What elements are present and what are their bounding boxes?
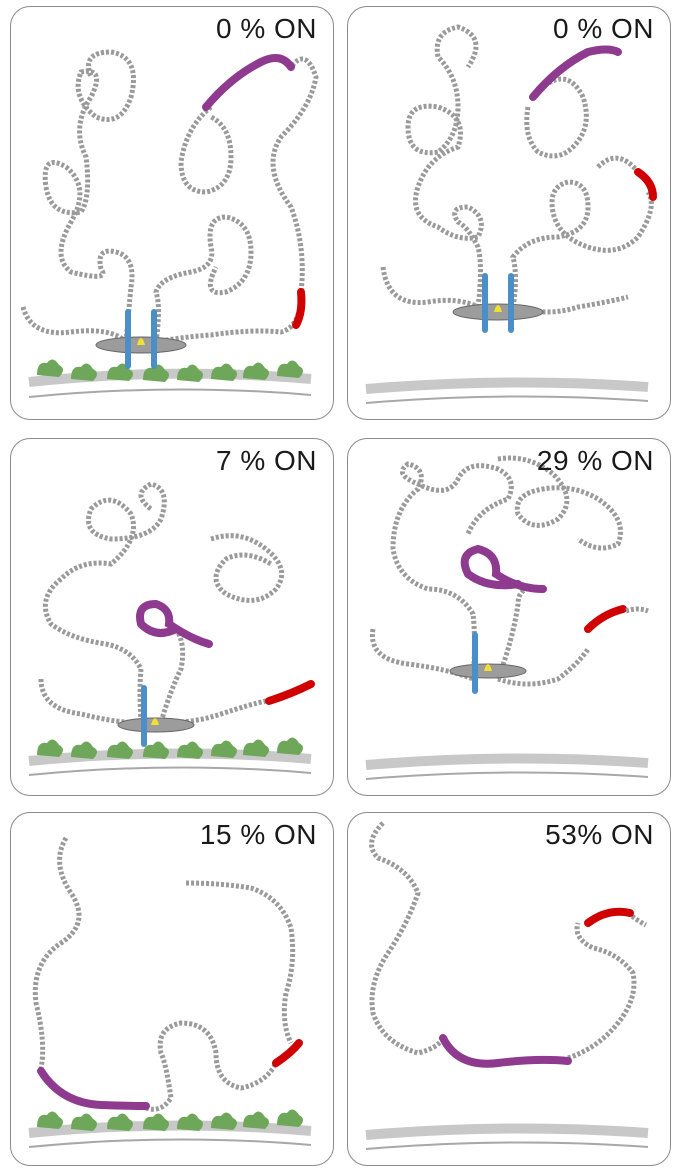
- red-segment: [265, 680, 315, 705]
- purple-segment: [439, 1034, 572, 1068]
- surface-band: [28, 368, 312, 387]
- surface-band: [28, 1120, 312, 1138]
- bead: [177, 1113, 203, 1131]
- bead-row: [37, 737, 303, 759]
- percent-on-label: 7 % ON: [215, 445, 317, 476]
- bead: [211, 740, 237, 758]
- panel-2-illustration: [365, 24, 657, 404]
- panel-1: 0 % ON: [10, 6, 334, 420]
- bead: [243, 362, 269, 380]
- surface-line: [28, 1138, 312, 1148]
- bead: [37, 739, 63, 757]
- bead: [143, 1113, 169, 1131]
- bead: [243, 739, 269, 757]
- protein-blue-right: [151, 309, 157, 369]
- bead: [277, 360, 303, 378]
- dna-strand: [380, 24, 654, 315]
- protein-blue: [472, 632, 478, 694]
- bead: [143, 364, 169, 382]
- panel-3: 7 % ON: [10, 438, 334, 796]
- percent-on-label: 15 % ON: [199, 819, 317, 850]
- purple-segment: [37, 1067, 150, 1110]
- bead-row: [37, 1109, 303, 1131]
- bead: [37, 359, 63, 377]
- panel-3-illustration: [28, 481, 315, 776]
- percent-on-label: 29 % ON: [536, 445, 654, 476]
- surface-line: [365, 1141, 649, 1150]
- surface-band: [365, 377, 649, 394]
- protein-blue: [141, 685, 147, 747]
- protein-blue-right: [508, 273, 514, 333]
- protein-blue-left: [125, 309, 131, 369]
- panel-6: 53% ON: [347, 812, 671, 1166]
- panel-5-illustration: [28, 836, 312, 1148]
- red-segment: [292, 288, 306, 329]
- surface-band: [365, 753, 649, 770]
- purple-segment: [529, 45, 622, 101]
- red-segment: [634, 168, 657, 201]
- dna-tail: [625, 606, 649, 614]
- panel-4-illustration: [365, 455, 649, 780]
- protein-blue-left: [482, 273, 488, 333]
- purple-segment: [202, 54, 295, 111]
- bead: [177, 364, 203, 382]
- bead: [37, 1111, 63, 1129]
- percent-on-label: 0 % ON: [552, 13, 654, 44]
- panel-4: 29 % ON: [347, 438, 671, 796]
- surface-line: [365, 771, 649, 780]
- bead: [277, 1109, 303, 1127]
- purple-segment: [136, 599, 213, 648]
- surface-line: [28, 388, 312, 398]
- bead: [143, 741, 169, 759]
- panel-2: 0 % ON: [347, 6, 671, 420]
- red-segment: [272, 1039, 303, 1067]
- bead: [71, 363, 97, 381]
- panel-1-illustration: [20, 49, 319, 398]
- percent-on-label: 53% ON: [545, 819, 654, 850]
- dna-strand: [369, 821, 648, 1061]
- red-segment: [584, 907, 634, 927]
- percent-on-label: 0 % ON: [215, 13, 317, 44]
- dna-strand: [20, 49, 319, 345]
- bead: [71, 1113, 97, 1131]
- bead: [107, 1113, 133, 1131]
- surface-line: [28, 766, 312, 776]
- bead: [211, 363, 237, 381]
- surface-line: [365, 395, 649, 404]
- red-segment: [584, 605, 627, 633]
- purple-segment: [460, 544, 547, 593]
- bead: [211, 1112, 237, 1130]
- dna-strand: [32, 836, 296, 1112]
- panel-6-illustration: [365, 821, 649, 1150]
- protein-yellow: [494, 305, 502, 312]
- protein-yellow: [151, 718, 159, 725]
- bead: [71, 741, 97, 759]
- panel-5: 15 % ON: [10, 812, 334, 1166]
- surface-band: [365, 1123, 649, 1140]
- bead: [177, 741, 203, 759]
- protein-yellow: [484, 664, 492, 671]
- protein-yellow: [137, 338, 145, 345]
- bead: [277, 737, 303, 755]
- bead: [243, 1111, 269, 1129]
- surface-band: [28, 748, 312, 766]
- bead: [107, 741, 133, 759]
